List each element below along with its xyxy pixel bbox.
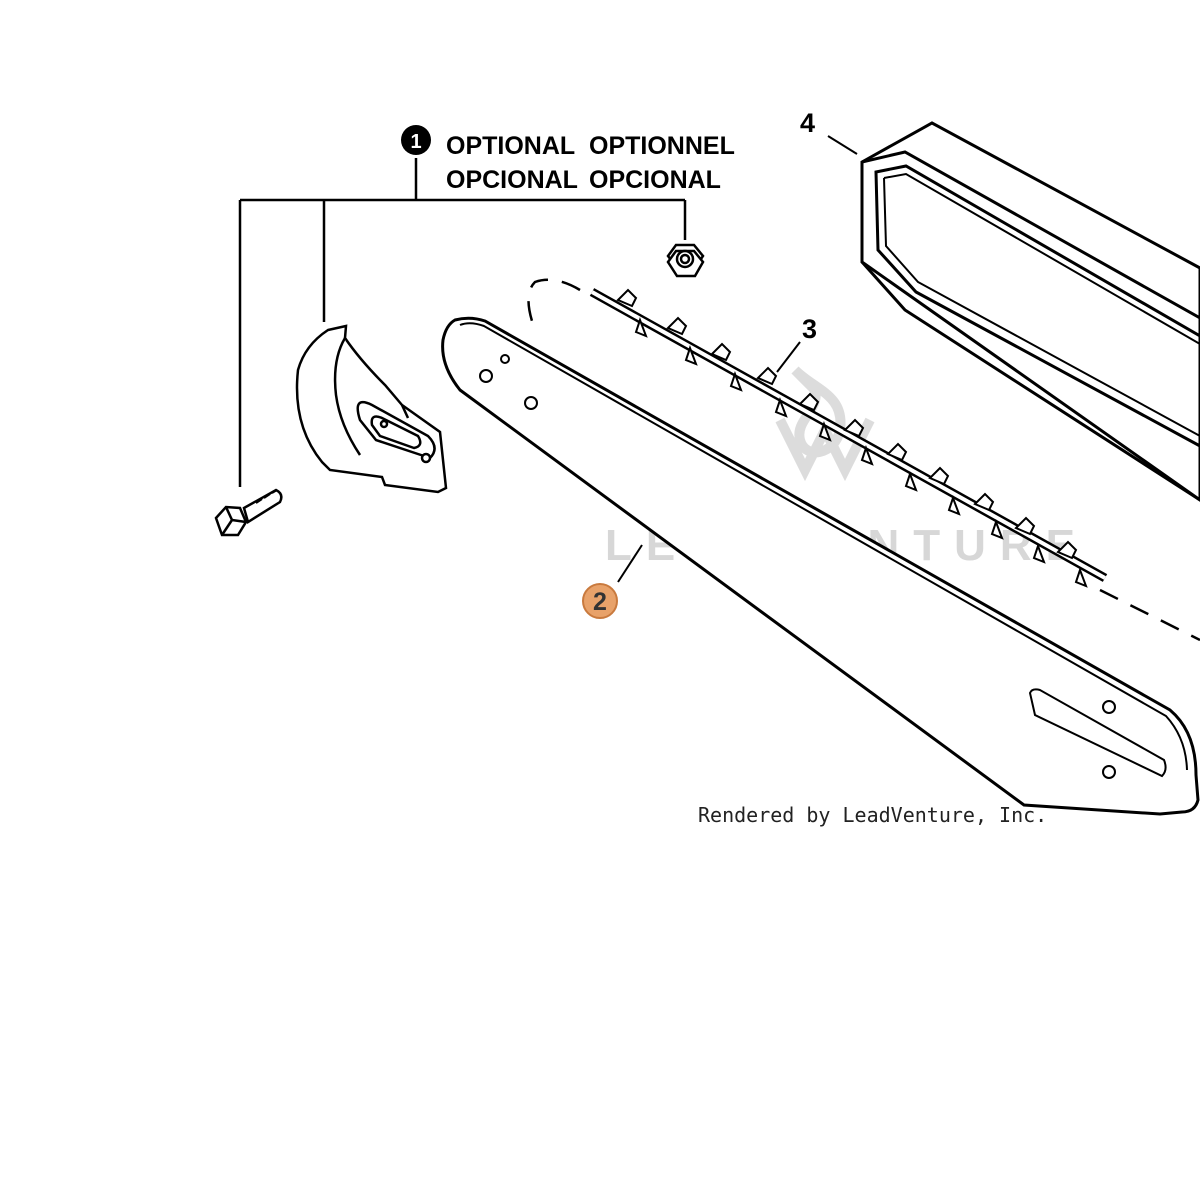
- callout-1-marker: [401, 125, 431, 155]
- callout-3-number: 3: [802, 314, 817, 344]
- leader-3: [776, 341, 801, 373]
- optional-note: OPTIONAL OPTIONNEL OPCIONAL OPCIONAL: [446, 132, 735, 194]
- flange-nut: [666, 243, 705, 278]
- optional-pt: OPCIONAL: [589, 166, 721, 194]
- chain-path: [527, 278, 1200, 642]
- optional-bracket: [238, 158, 687, 487]
- optional-es: OPCIONAL: [446, 166, 578, 194]
- render-credit: Rendered by LeadVenture, Inc.: [698, 803, 1047, 827]
- callout-2-marker[interactable]: [582, 583, 618, 619]
- bar-scabbard: [860, 121, 1200, 502]
- callout-2-number[interactable]: 2: [593, 588, 607, 616]
- callout-1-number: 1: [410, 131, 421, 153]
- optional-fr: OPTIONNEL: [589, 132, 735, 160]
- leader-2: [617, 544, 643, 583]
- callout-2[interactable]: 2: [582, 583, 618, 619]
- saw-chain: [589, 288, 1108, 588]
- callout-1: 1: [401, 125, 431, 155]
- callout-4-number: 4: [800, 108, 815, 138]
- optional-en: OPTIONAL: [446, 132, 575, 160]
- hex-bolt: [214, 488, 283, 537]
- leader-4: [827, 135, 858, 155]
- leader-lines: [617, 135, 858, 583]
- guide-bar: [441, 316, 1200, 816]
- bar-plate: [295, 324, 448, 494]
